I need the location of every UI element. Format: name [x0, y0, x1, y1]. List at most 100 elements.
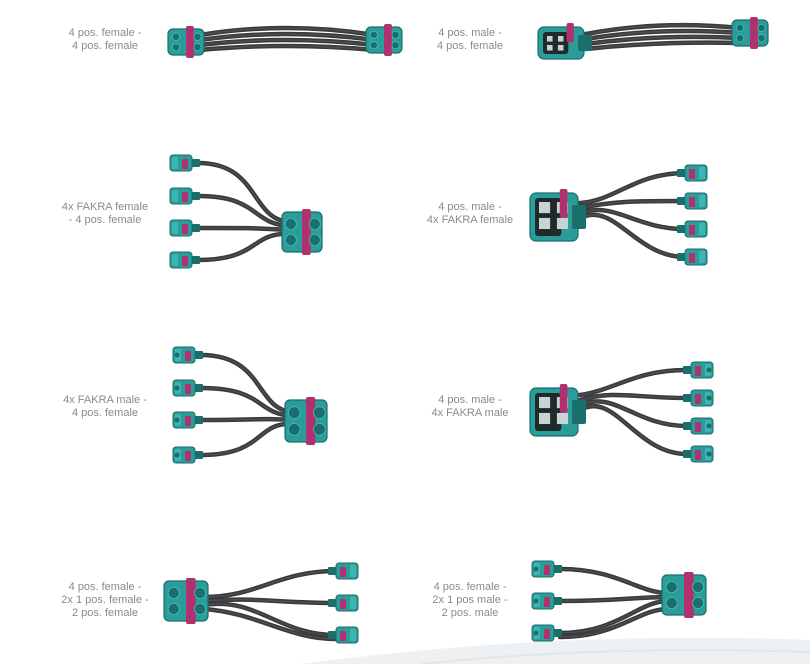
connector-pin — [539, 397, 551, 409]
connector-latch — [185, 451, 191, 461]
connector-latch — [559, 189, 568, 218]
connector-neck — [554, 629, 562, 637]
connector-latch — [695, 394, 701, 404]
connector-neck — [677, 225, 685, 233]
label-line: 4x FAKRA male — [431, 407, 509, 419]
connector-latch — [182, 224, 188, 234]
connector-socket — [171, 43, 180, 52]
connector-socket — [287, 406, 301, 419]
cable-wire-highlight — [199, 33, 376, 41]
label-item-7: 4 pos. female - 2x 1 pos. female - 2 pos… — [40, 581, 170, 620]
cable-wire-highlight — [579, 200, 686, 209]
connector-latch — [306, 397, 316, 445]
fakra-connector — [677, 192, 708, 210]
cable-illustration-5 — [172, 346, 328, 464]
connector-neck — [192, 256, 200, 264]
cable-wire-highlight — [585, 30, 741, 40]
cable-illustration-3 — [169, 154, 323, 269]
connector-pin — [547, 36, 553, 42]
connector-latch — [695, 422, 701, 432]
connector-pin — [557, 44, 564, 51]
connector-neck — [195, 451, 203, 459]
connector-latch — [182, 159, 188, 169]
connector-latch — [544, 629, 550, 639]
connector-socket — [194, 602, 207, 615]
connector-neck — [572, 400, 586, 424]
fakra-connector — [531, 560, 562, 578]
fakra-connector — [172, 346, 203, 364]
connector-latch — [695, 450, 701, 460]
cable-wire — [195, 193, 293, 229]
quad-connector — [365, 24, 403, 56]
label-line: 4 pos. female — [436, 40, 504, 52]
label-line: 2 pos. male — [441, 607, 499, 619]
cable-wire — [198, 421, 296, 458]
cable-illustration-8 — [531, 560, 707, 642]
connector-neck — [677, 197, 685, 205]
cable-wire — [195, 160, 293, 225]
connector-socket — [757, 23, 766, 32]
quad-connector — [163, 578, 209, 624]
connector-socket — [391, 30, 400, 39]
connector-face — [350, 629, 356, 641]
connector-socket — [308, 233, 321, 246]
connector-pin — [539, 412, 551, 425]
connector-neck — [195, 384, 203, 392]
connector-face — [699, 251, 705, 263]
connector-latch — [182, 256, 188, 266]
cable-wire-highlight — [197, 195, 291, 227]
label-item-3: 4x FAKRA female - 4 pos. female — [40, 201, 170, 227]
cable-wire-highlight — [199, 27, 376, 36]
connector-pin — [706, 423, 712, 429]
fakra-connector — [172, 411, 203, 429]
connector-pin — [556, 412, 569, 425]
quad-connector — [281, 209, 323, 255]
connector-pin — [174, 385, 180, 391]
connector-socket — [369, 41, 378, 50]
fakra-connector — [172, 446, 203, 464]
fakra-connector — [677, 220, 708, 238]
fakra-connector — [169, 219, 200, 237]
cable-wire-highlight — [579, 172, 686, 204]
fakra-connector — [328, 594, 359, 612]
connector-latch — [750, 17, 758, 49]
cable-wire-highlight — [199, 39, 376, 46]
fakra-connector — [328, 626, 359, 644]
connector-latch — [689, 253, 695, 263]
connector-pin — [174, 417, 180, 423]
connector-neck — [195, 351, 203, 359]
connector-neck — [328, 599, 336, 607]
connector-latch — [186, 26, 194, 58]
connector-latch — [684, 572, 694, 618]
connector-neck — [683, 450, 691, 458]
label-item-1: 4 pos. female - 4 pos. female — [40, 27, 170, 53]
connector-pin — [706, 451, 712, 457]
label-line: 4 pos. female - — [433, 581, 507, 593]
cable-illustration-7 — [163, 562, 359, 644]
label-item-2: 4 pos. male - 4 pos. female — [405, 27, 535, 53]
connector-socket — [308, 218, 321, 230]
connector-latch — [544, 597, 550, 607]
fakra-connector — [683, 445, 714, 463]
cable-wire-highlight — [200, 387, 294, 417]
cable-wire-highlight — [585, 42, 741, 50]
connector-pin — [556, 217, 569, 230]
connector-socket — [313, 423, 326, 436]
cable-wire — [557, 566, 671, 596]
connector-face — [350, 565, 356, 577]
label-line: - 4 pos. female — [68, 214, 142, 226]
connector-neck — [677, 253, 685, 261]
connector-pin — [706, 367, 712, 373]
connector-face — [172, 222, 178, 234]
connector-socket — [735, 34, 744, 43]
connector-socket — [735, 23, 744, 32]
connector-pin — [174, 352, 180, 358]
cable-wire-highlight — [559, 600, 669, 634]
connector-latch — [689, 169, 695, 179]
connector-latch — [182, 192, 188, 202]
label-line: 4 pos. male - — [438, 27, 502, 39]
cable-wire-highlight — [579, 394, 688, 401]
label-line: 2 pos. female — [71, 607, 139, 619]
connector-neck — [683, 394, 691, 402]
connector-face — [699, 195, 705, 207]
